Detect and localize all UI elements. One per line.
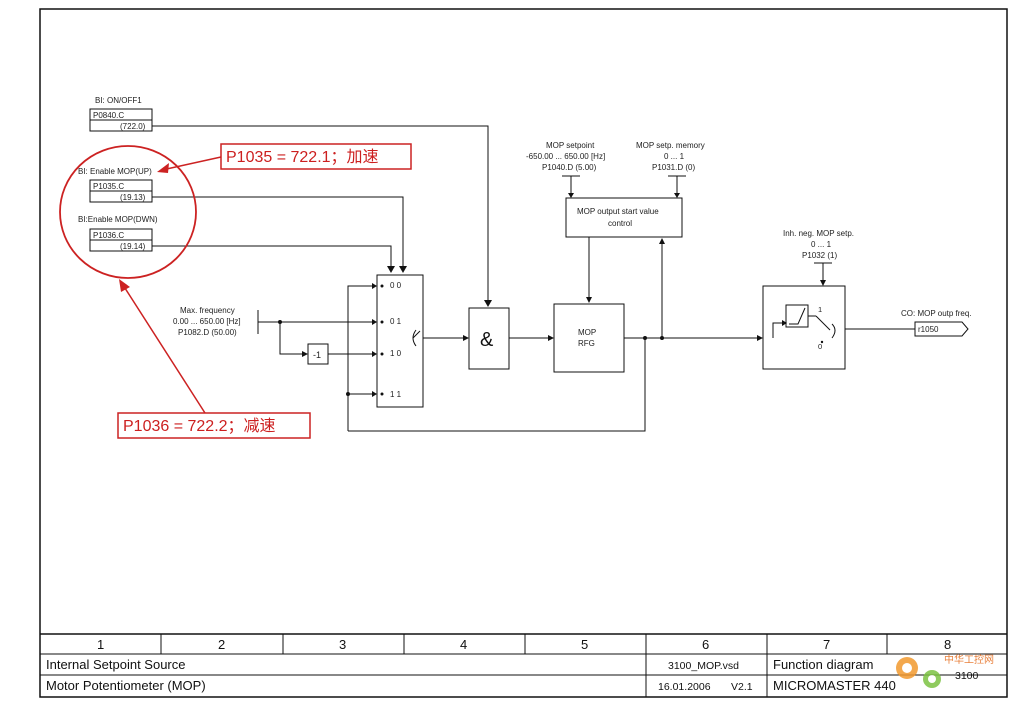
column-6: 6 xyxy=(702,637,709,652)
max-frequency: Max. frequency 0.00 ... 650.00 [Hz] P108… xyxy=(173,306,241,337)
mop-memory-line3: P1031.D (0) xyxy=(652,163,695,172)
switch-label-11: 1 1 xyxy=(390,390,402,399)
selector-switch xyxy=(376,274,424,408)
column-4: 4 xyxy=(460,637,467,652)
watermark-text: 中华工控网 xyxy=(944,653,994,666)
start-block-line2: control xyxy=(608,219,632,228)
max-freq-line2: 0.00 ... 650.00 [Hz] xyxy=(173,317,241,326)
mop-block-line2: RFG xyxy=(578,339,595,348)
mop-down-param: P1036.C xyxy=(93,231,124,240)
switch-label-00: 0 0 xyxy=(390,281,402,290)
annotation-down-text: P1036 = 722.2；减速 xyxy=(123,417,276,435)
input-on-off: BI: ON/OFF1 P0840.C (722.0) xyxy=(89,96,153,132)
annotation-up: P1035 = 722.1；加速 xyxy=(220,143,412,170)
and-label: & xyxy=(480,329,494,351)
footer-sheet: 3100 xyxy=(955,670,979,682)
footer-file: 3100_MOP.vsd xyxy=(668,660,739,672)
max-freq-line3: P1082.D (50.00) xyxy=(178,328,237,337)
mop-setpoint: MOP setpoint -650.00 ... 650.00 [Hz] P10… xyxy=(526,141,605,172)
inh-neg-line1: Inh. neg. MOP setp. xyxy=(783,229,854,238)
wire-mop-down xyxy=(152,245,392,270)
mop-memory-line2: 0 ... 1 xyxy=(664,152,685,161)
start-value-block xyxy=(565,197,683,238)
highlight-circle xyxy=(59,145,197,279)
mop-setpoint-line2: -650.00 ... 650.00 [Hz] xyxy=(526,152,605,161)
on-off-value: (722.0) xyxy=(120,122,146,131)
footer-version: V2.1 xyxy=(731,681,753,693)
input-mop-down: BI:Enable MOP(DWN) P1036.C (19.14) xyxy=(78,215,158,252)
on-off-param: P0840.C xyxy=(93,111,124,120)
footer-date: 16.01.2006 xyxy=(658,681,711,693)
mop-down-label: BI:Enable MOP(DWN) xyxy=(78,215,158,224)
footer-title2: Motor Potentiometer (MOP) xyxy=(46,678,206,693)
inh-neg-setpoint: Inh. neg. MOP setp. 0 ... 1 P1032 (1) xyxy=(783,229,854,260)
limiter-block xyxy=(762,285,846,370)
column-5: 5 xyxy=(581,637,588,652)
max-freq-line1: Max. frequency xyxy=(180,306,235,315)
wire-on-off xyxy=(152,125,489,304)
switch-label-10: 1 0 xyxy=(390,349,402,358)
inh-neg-line2: 0 ... 1 xyxy=(811,240,832,249)
footer-title1: Internal Setpoint Source xyxy=(46,657,185,672)
annotation-up-text: P1035 = 722.1；加速 xyxy=(226,148,379,166)
column-2: 2 xyxy=(218,637,225,652)
watermark-logo: 中华工控网 xyxy=(896,653,994,688)
mop-memory-line1: MOP setp. memory xyxy=(636,141,705,150)
invert-label: -1 xyxy=(313,350,321,360)
switch-label-01: 0 1 xyxy=(390,317,402,326)
mop-up-label: BI: Enable MOP(UP) xyxy=(78,167,152,176)
input-mop-up: BI: Enable MOP(UP) P1035.C (19.13) xyxy=(78,167,153,203)
column-3: 3 xyxy=(339,637,346,652)
column-1: 1 xyxy=(97,637,104,652)
switch2-top: 1 xyxy=(818,305,822,314)
switch2-bottom: 0 xyxy=(818,342,822,351)
inh-neg-line3: P1032 (1) xyxy=(802,251,837,260)
wire-mop-up xyxy=(152,196,404,270)
column-7: 7 xyxy=(823,637,830,652)
on-off-label: BI: ON/OFF1 xyxy=(95,96,142,105)
annotation-down: P1036 = 722.2；减速 xyxy=(117,412,311,439)
mop-up-value: (19.13) xyxy=(120,193,146,202)
start-block-line1: MOP output start value xyxy=(577,207,659,216)
mop-block-line1: MOP xyxy=(578,328,596,337)
output-mop-freq: CO: MOP outp freq. r1050 xyxy=(901,309,972,337)
title-block: 1 2 3 4 5 6 7 8 Internal Setpoint Source… xyxy=(40,633,1007,697)
wire-feedback xyxy=(348,338,646,432)
mop-down-value: (19.14) xyxy=(120,242,146,251)
footer-product: MICROMASTER 440 xyxy=(773,678,896,693)
mop-memory: MOP setp. memory 0 ... 1 P1031.D (0) xyxy=(636,141,705,172)
footer-type: Function diagram xyxy=(773,657,873,672)
mop-up-param: P1035.C xyxy=(93,182,124,191)
mop-setpoint-line1: MOP setpoint xyxy=(546,141,595,150)
drawing-frame xyxy=(39,8,1008,698)
output-param: r1050 xyxy=(918,325,939,334)
mop-setpoint-line3: P1040.D (5.00) xyxy=(542,163,597,172)
column-8: 8 xyxy=(944,637,951,652)
output-label: CO: MOP outp freq. xyxy=(901,309,972,318)
